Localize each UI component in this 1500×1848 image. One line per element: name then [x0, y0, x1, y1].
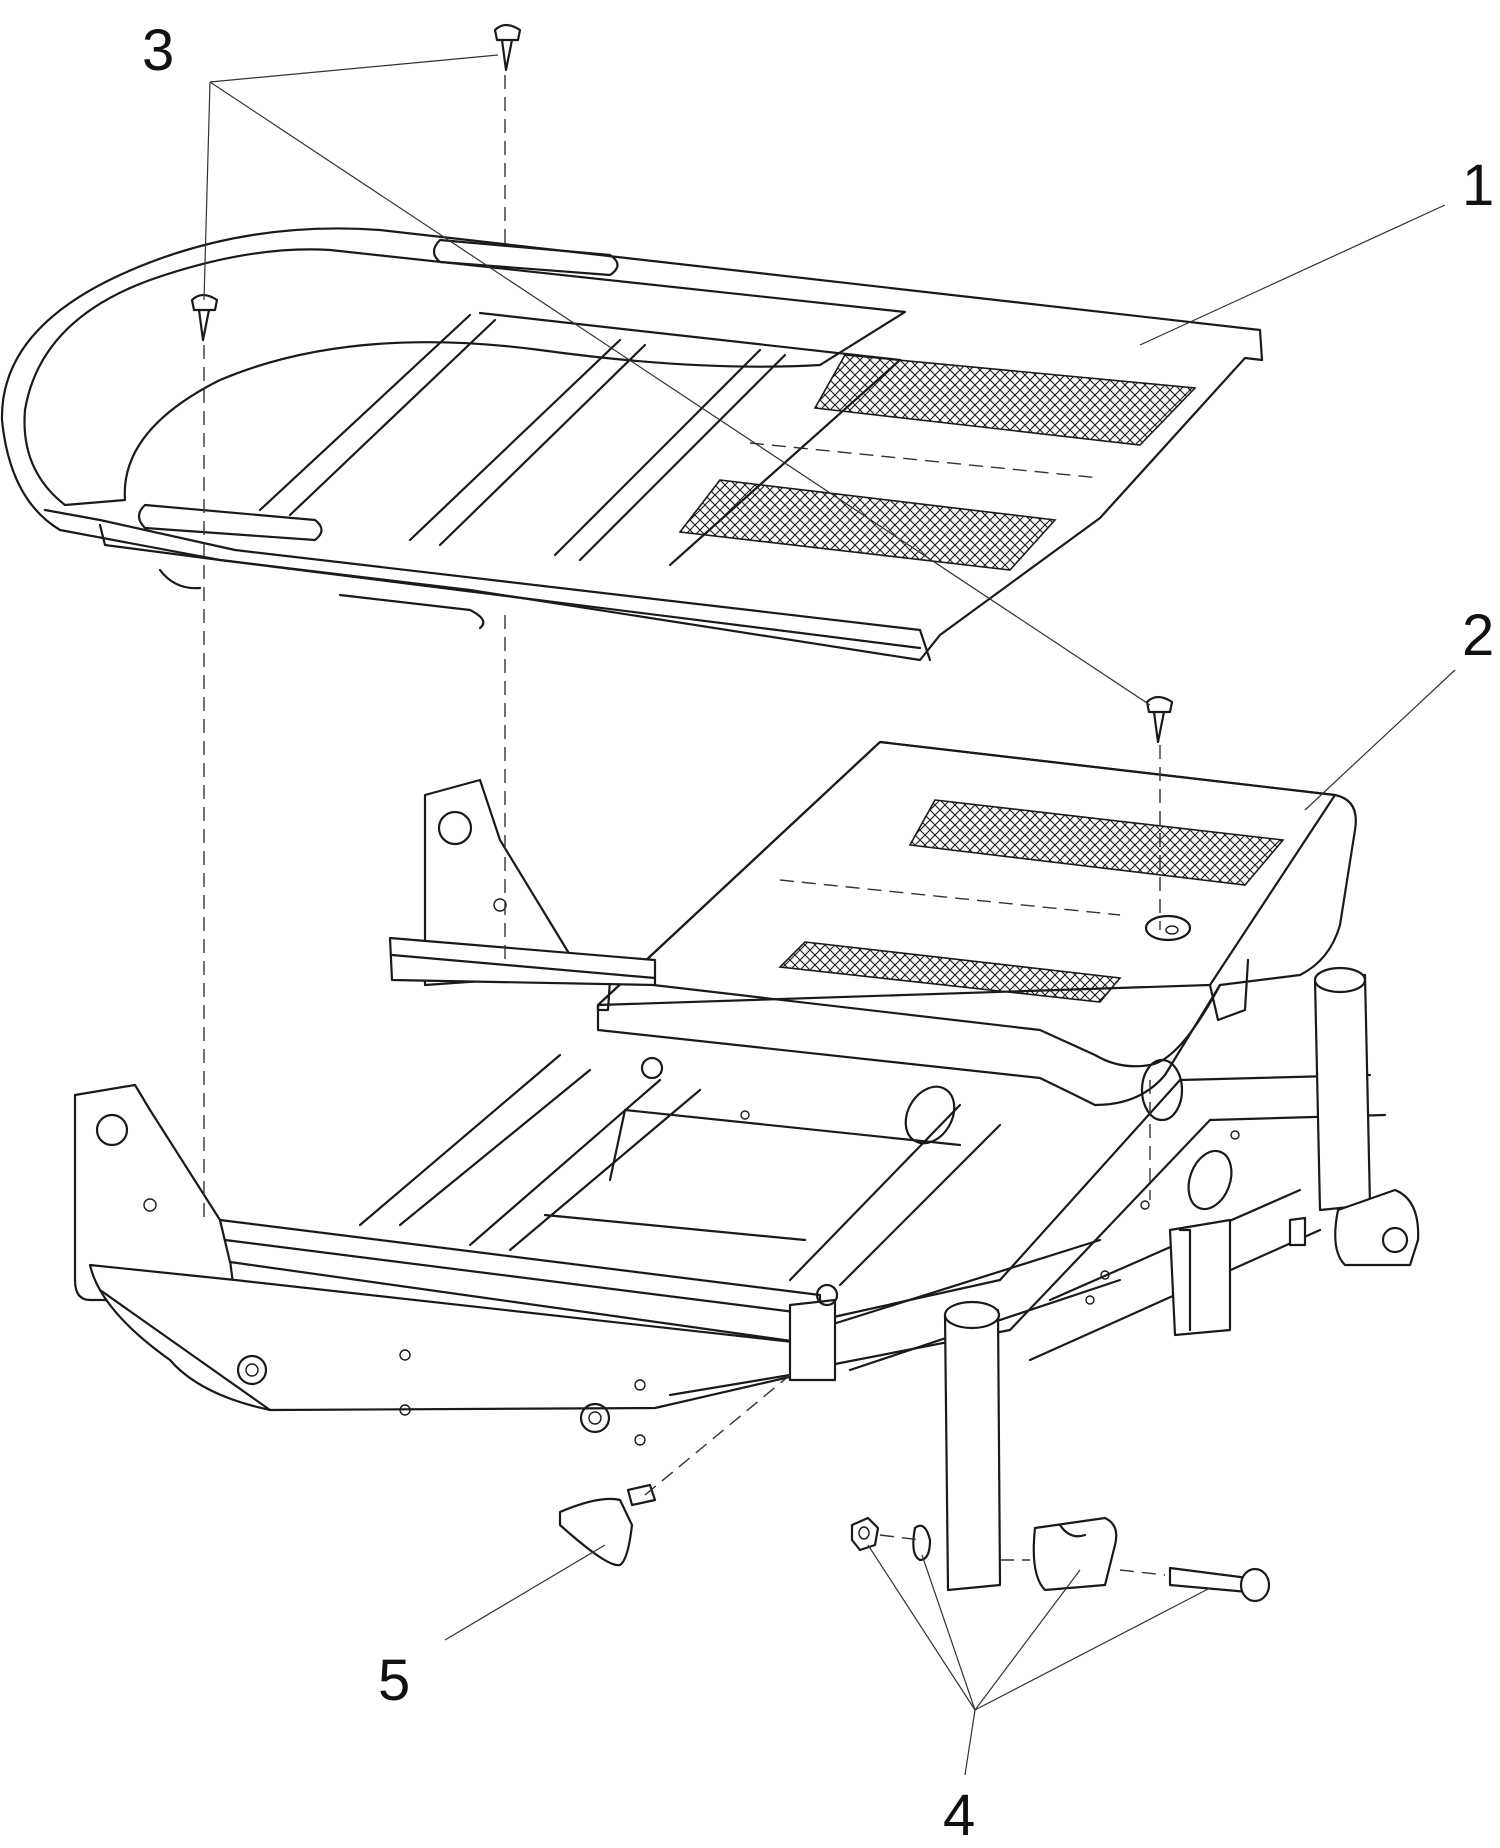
callout-5: 5: [378, 1648, 410, 1713]
screw-icon: [190, 293, 219, 342]
part-5-knob: [558, 1483, 657, 1567]
part-3-screws: [190, 23, 1174, 744]
callout-2: 2: [1462, 603, 1494, 668]
assembly-axes: [203, 75, 1166, 1576]
callout-3: 3: [142, 18, 174, 83]
callout-1: 1: [1462, 153, 1494, 218]
part-4-clamp-hardware: [850, 1516, 1271, 1603]
part-1-upper-tray: [0, 227, 1264, 662]
screw-icon: [1145, 695, 1174, 744]
part-2-lower-tray: [596, 740, 1357, 1107]
leader-lines: [203, 54, 1456, 1776]
screw-icon: [493, 23, 522, 72]
frame-base: [73, 778, 1420, 1592]
callout-4: 4: [943, 1783, 975, 1848]
